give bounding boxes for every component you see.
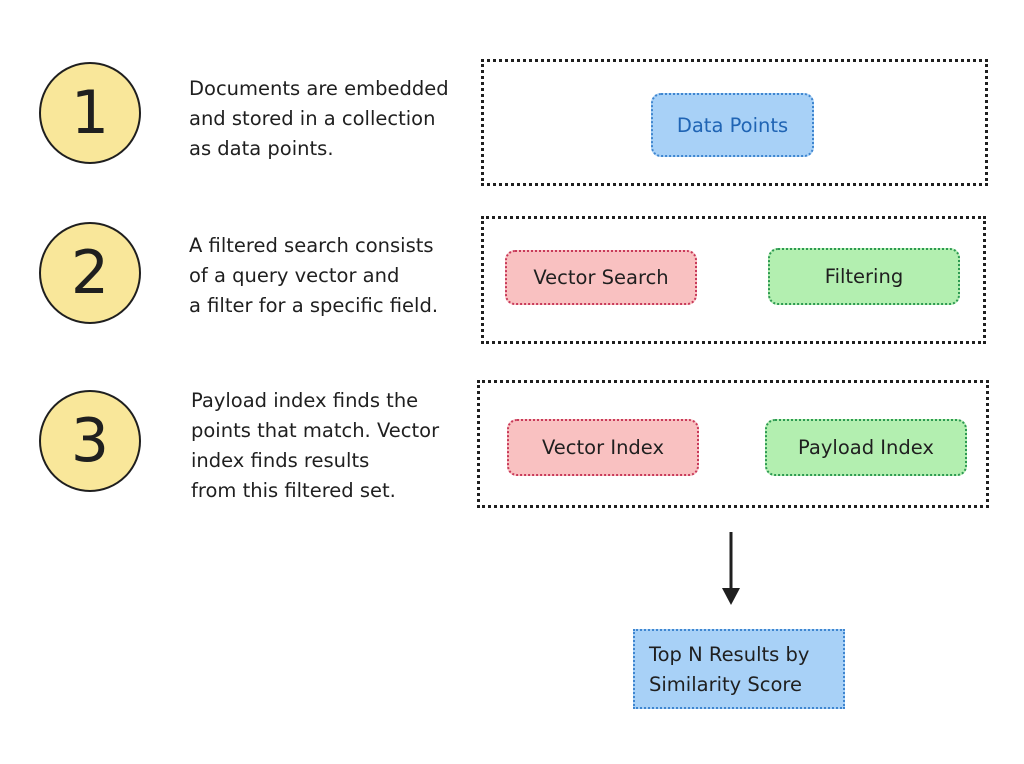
step-1-description: Documents are embedded and stored in a c… bbox=[189, 74, 449, 164]
step-2-number: 2 bbox=[70, 238, 110, 308]
vector-search-node: Vector Search bbox=[505, 250, 697, 305]
step-3-line-1: Payload index finds the bbox=[191, 389, 419, 412]
payload-index-node: Payload Index bbox=[765, 419, 967, 476]
step-1-number-circle: 1 bbox=[39, 62, 141, 164]
result-box: Top N Results by Similarity Score bbox=[633, 629, 845, 709]
step-3-number-circle: 3 bbox=[39, 390, 141, 492]
result-line-1: Top N Results by bbox=[649, 643, 810, 666]
step-1-number: 1 bbox=[70, 78, 110, 148]
step-2-panel bbox=[481, 216, 986, 344]
step-3-line-3: index finds results bbox=[191, 449, 370, 472]
down-arrow-icon bbox=[722, 532, 740, 605]
data-points-node: Data Points bbox=[651, 93, 814, 157]
step-1-line-1: Documents are embedded bbox=[189, 77, 449, 100]
step-1-line-2: and stored in a collection bbox=[189, 107, 436, 130]
step-3-number: 3 bbox=[70, 406, 110, 476]
payload-index-label: Payload Index bbox=[798, 436, 934, 459]
result-line-2: Similarity Score bbox=[649, 673, 803, 696]
step-3-line-2: points that match. Vector bbox=[191, 419, 440, 442]
vector-index-node: Vector Index bbox=[507, 419, 699, 476]
step-3-panel bbox=[477, 380, 989, 508]
step-1-line-3: as data points. bbox=[189, 137, 334, 160]
filtering-node: Filtering bbox=[768, 248, 960, 305]
step-2-line-2: of a query vector and bbox=[189, 264, 400, 287]
step-3-line-4: from this filtered set. bbox=[191, 479, 396, 502]
vector-index-label: Vector Index bbox=[541, 436, 665, 459]
step-1-panel bbox=[481, 59, 988, 186]
vector-search-label: Vector Search bbox=[533, 266, 669, 289]
step-2-line-1: A filtered search consists bbox=[189, 234, 434, 257]
step-2-number-circle: 2 bbox=[39, 222, 141, 324]
step-2-line-3: a filter for a specific field. bbox=[189, 294, 439, 317]
data-points-label: Data Points bbox=[676, 113, 789, 137]
filtering-label: Filtering bbox=[824, 265, 904, 288]
step-2-description: A filtered search consists of a query ve… bbox=[189, 231, 438, 321]
step-3-description: Payload index finds the points that matc… bbox=[191, 386, 439, 506]
